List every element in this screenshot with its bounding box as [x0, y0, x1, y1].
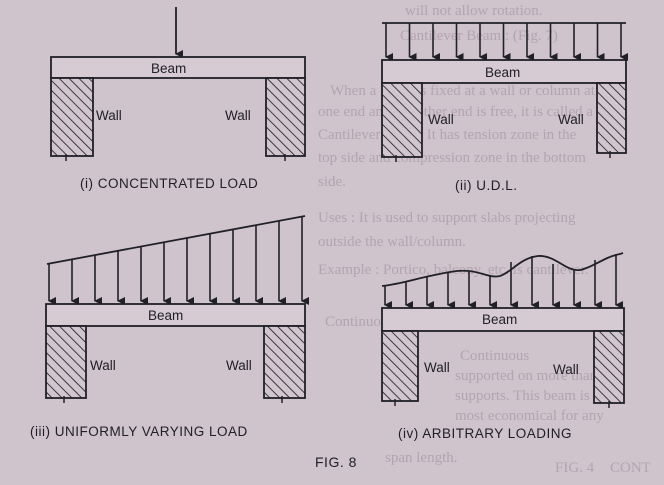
beam-label: Beam: [148, 308, 183, 323]
wall-label-right: Wall: [553, 362, 579, 377]
beam-label: Beam: [482, 312, 517, 327]
panel-uniformly-varying-load: [45, 215, 309, 403]
figure-title: FIG. 8: [315, 454, 357, 470]
wall-label-left: Wall: [96, 108, 122, 123]
uvl-top-line: [46, 215, 306, 265]
arbitrary-load-arrows: [384, 254, 623, 309]
wall-label-left: Wall: [428, 112, 454, 127]
wall-label-left: Wall: [424, 360, 450, 375]
wall-label-left: Wall: [90, 358, 116, 373]
wall-label-right: Wall: [225, 108, 251, 123]
wall-left: [381, 82, 423, 158]
panel-concentrated-load: [50, 7, 306, 161]
arbitrary-load-curve: [381, 252, 624, 287]
wall-right: [263, 325, 306, 399]
udl-arrows: [385, 23, 628, 61]
caption-uniformly-varying-load: (iii) UNIFORMLY VARYING LOAD: [30, 424, 248, 439]
wall-left: [50, 77, 94, 157]
beam-label: Beam: [151, 61, 186, 76]
beam: [45, 303, 306, 327]
beam: [50, 56, 306, 79]
panel-arbitrary-loading: [381, 252, 625, 408]
beam-label: Beam: [485, 65, 520, 80]
beam: [381, 59, 627, 84]
wall-left: [381, 330, 419, 402]
caption-concentrated-load: (i) CONCENTRATED LOAD: [80, 176, 259, 191]
wall-right: [593, 330, 625, 404]
wall-right: [265, 77, 306, 157]
caption-arbitrary-loading: (iv) ARBITRARY LOADING: [398, 426, 573, 441]
wall-right: [596, 82, 627, 154]
wall-label-right: Wall: [226, 358, 252, 373]
uvl-arrows: [48, 216, 309, 305]
beam: [381, 307, 625, 332]
wall-left: [45, 325, 87, 399]
wall-label-right: Wall: [558, 112, 584, 127]
panel-udl: [381, 22, 628, 162]
caption-udl: (ii) U.D.L.: [455, 178, 518, 193]
